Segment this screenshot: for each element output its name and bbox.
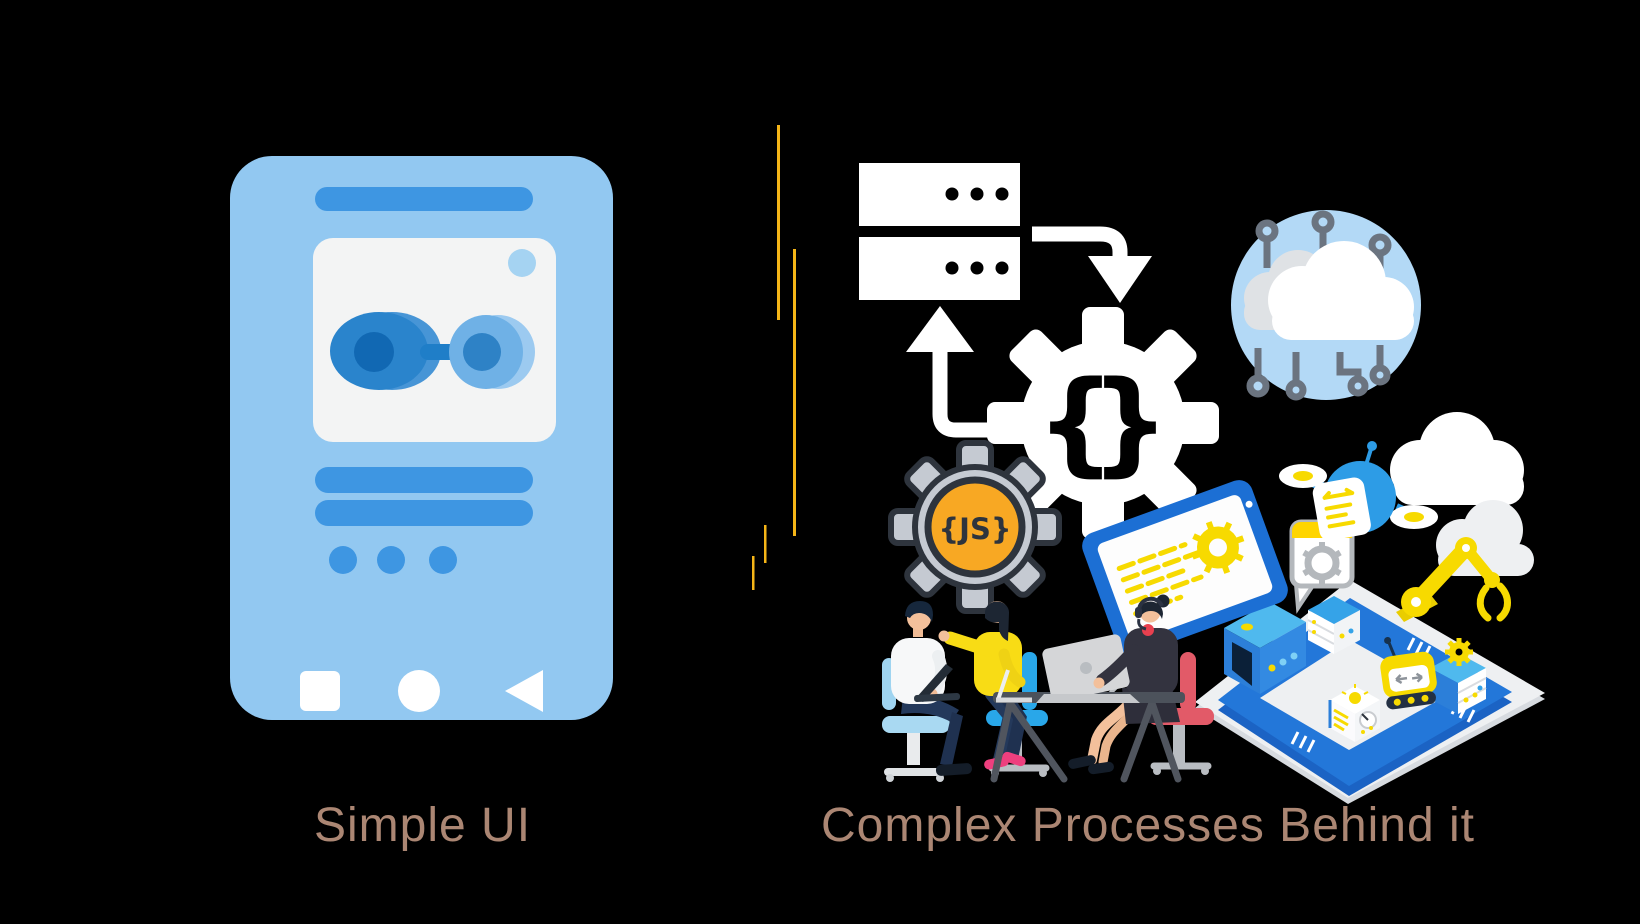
caption-complex-processes: Complex Processes Behind it <box>821 799 1475 852</box>
automation-platform <box>1195 537 1545 804</box>
nav-circle-icon <box>398 670 440 712</box>
divider-line-4 <box>752 556 755 590</box>
woman-headset-hand <box>1093 677 1105 689</box>
divider-line-1 <box>777 125 780 320</box>
tank-robot-icon <box>1380 636 1437 710</box>
laptop-gray <box>1036 634 1140 703</box>
office-chair-light-blue <box>882 658 950 782</box>
toggle-slider <box>330 312 535 390</box>
cloud-icon-top <box>1390 412 1524 505</box>
pagination-dots <box>329 546 457 574</box>
robot-arm-icon <box>1396 537 1511 666</box>
smartphone-mockup <box>230 156 613 720</box>
woman-headset-arm <box>1096 644 1140 686</box>
monitor-gear-icon <box>1191 521 1245 574</box>
card-corner-dot <box>508 249 536 277</box>
brace-right: } <box>1090 358 1170 488</box>
cabinet-box <box>1307 596 1360 654</box>
phone-status-bar <box>315 187 533 211</box>
drone-bot-icon <box>1279 441 1438 541</box>
cloud-circuit-icon <box>1231 210 1421 401</box>
text-line-1 <box>315 467 533 493</box>
text-line-2 <box>315 500 533 526</box>
divider-line-3 <box>764 525 767 563</box>
headset-icon <box>1137 596 1164 611</box>
arrow-up-icon <box>906 306 996 438</box>
cloud-front <box>1268 241 1414 340</box>
cart-box <box>1430 653 1487 714</box>
content-card <box>313 238 556 442</box>
caption-simple-ui: Simple UI <box>313 799 532 852</box>
person-man <box>891 601 972 776</box>
divider-line-2 <box>793 249 796 536</box>
phone-nav-bar <box>300 670 543 712</box>
nav-back-icon <box>505 670 543 712</box>
laptop-dark <box>914 664 961 703</box>
laptop-white <box>996 669 1032 703</box>
nav-square-icon <box>300 671 340 711</box>
js-gear-icon: {JS} <box>888 440 1062 614</box>
divider-lines <box>752 125 796 590</box>
team-desk <box>882 594 1214 783</box>
js-gear-label: {JS} <box>939 512 1012 546</box>
server-stack-icon <box>859 163 1020 300</box>
brace-left: { <box>1036 358 1116 488</box>
gate-box <box>1224 602 1306 694</box>
small-gear-icon <box>1445 638 1473 666</box>
bulb-box <box>1328 684 1380 742</box>
arrow-down-icon <box>1032 226 1152 303</box>
